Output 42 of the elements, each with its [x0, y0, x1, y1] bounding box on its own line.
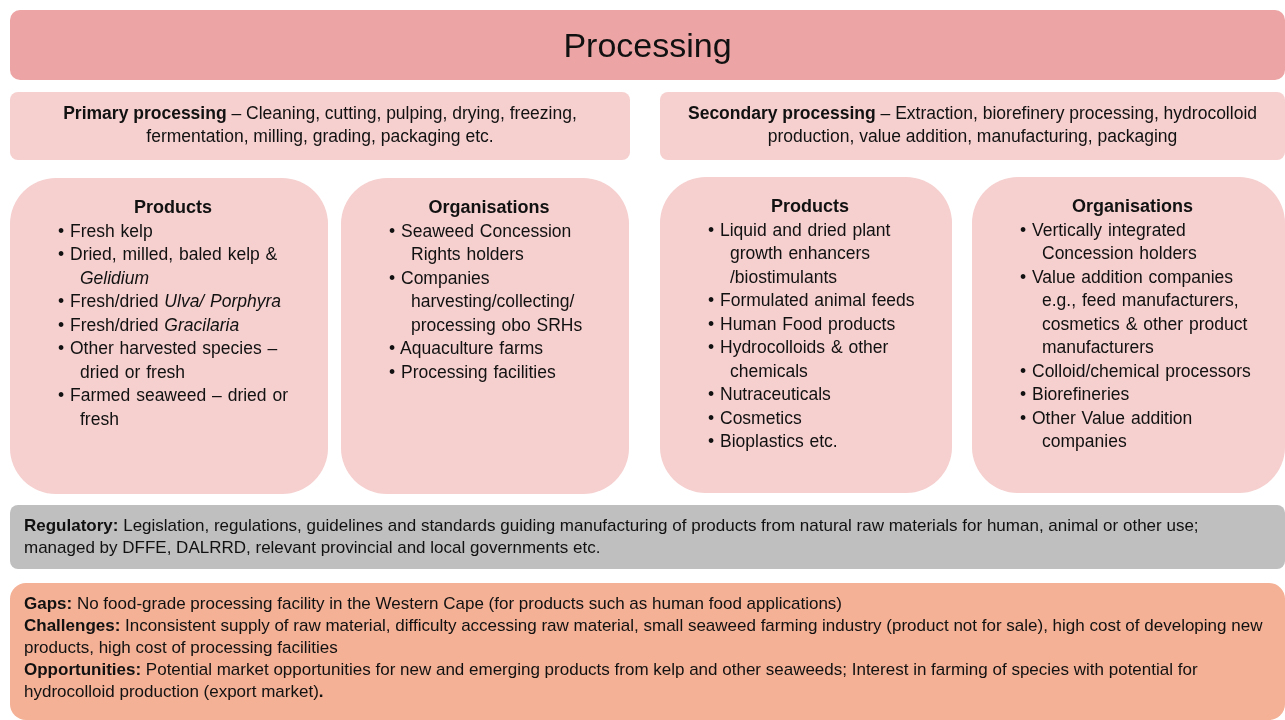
bullet-item: • Cosmetics — [708, 406, 803, 430]
category-card — [10, 178, 328, 494]
bullet-item: • Bioplastics etc. — [708, 430, 839, 453]
bullet-item: • Colloid/chemical processors — [1020, 359, 1252, 383]
notes-panel — [10, 583, 1285, 720]
card-heading: Products — [770, 195, 850, 218]
bullet-item: • Human Food products — [708, 312, 897, 336]
card-heading: Organisations — [1071, 195, 1194, 218]
bullet-item: • Processing facilities — [389, 360, 557, 384]
title-text: Processing — [563, 25, 732, 65]
paragraph-text: Regulatory: Legislation, regulations, guidelines and standards guiding manufacturing of products from natural raw materials for human, animal or other use; managed by DFFE, DALRRD, relevant provincial and local governments etc. — [24, 515, 1200, 559]
stage-banner — [660, 92, 1285, 160]
stage-banner — [10, 92, 630, 160]
category-card — [341, 178, 629, 494]
bullet-item: • Aquaculture farms — [389, 337, 545, 360]
paragraph-text: Gaps: No food-grade processing facility in the Western Cape (for products such as human food applications) — [24, 593, 843, 615]
bullet-item: • Nutraceuticals — [708, 383, 832, 406]
bullet-item: • Fresh/dried Gracilaria — [58, 313, 241, 337]
paragraph-text: Opportunities: Potential market opportunities for new and emerging products from kelp and other seaweeds; Interest in farming of species with potential for hydrocolloid production (export market). — [24, 659, 1199, 703]
bullet-item: • Companies harvesting/collecting/ processing obo SRHs — [389, 266, 584, 337]
bullet-item: • Liquid and dried plant growth enhancers /biostimulants — [708, 218, 892, 289]
bullet-item: • Seaweed Concession Rights holders — [389, 219, 573, 266]
bullet-item: • Formulated animal feeds — [708, 289, 916, 312]
bullet-item: • Other Value addition companies — [1020, 406, 1194, 453]
category-card — [972, 177, 1285, 493]
bullet-item: • Farmed seaweed – dried or fresh — [58, 384, 289, 431]
stage-text: Primary processing – Cleaning, cutting, pulping, drying, freezing, fermentation, milling, grading, packaging etc. — [63, 103, 577, 146]
category-card — [660, 177, 952, 493]
bullet-item: • Hydrocolloids & other chemicals — [708, 336, 890, 383]
regulatory-panel — [10, 505, 1285, 569]
bullet-item: • Other harvested species – dried or fresh — [58, 337, 279, 384]
stage-text: Secondary processing – Extraction, biorefinery processing, hydrocolloid production, value addition, manufacturing, packaging — [688, 103, 1257, 146]
bullet-item: • Value addition companies e.g., feed manufacturers, cosmetics & other product manufacturers — [1020, 265, 1249, 359]
bullet-item: • Fresh/dried Ulva/ Porphyra — [58, 290, 283, 313]
bullet-item: • Fresh kelp — [58, 219, 154, 243]
card-heading: Organisations — [427, 196, 551, 219]
bullet-item: • Biorefineries — [1020, 383, 1131, 406]
card-heading: Products — [133, 196, 213, 219]
bullet-item: • Dried, milled, baled kelp & Gelidium — [58, 243, 279, 290]
bullet-item: • Vertically integrated Concession holders — [1020, 218, 1198, 265]
title-banner — [10, 10, 1285, 80]
paragraph-text: Challenges: Inconsistent supply of raw material, difficulty accessing raw material, small seaweed farming industry (product not for sale), high cost of developing new products, high cost of processing facilities — [24, 615, 1264, 659]
